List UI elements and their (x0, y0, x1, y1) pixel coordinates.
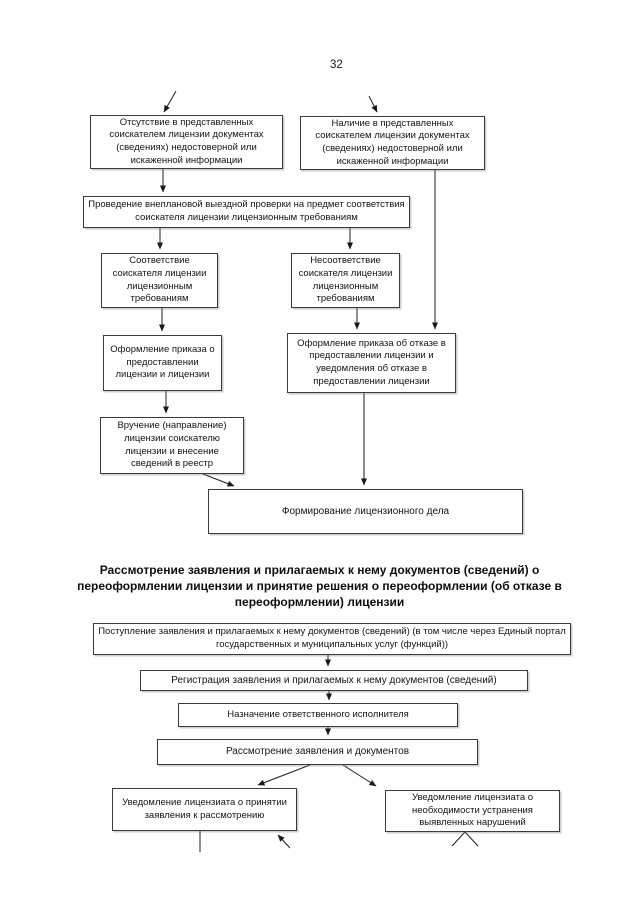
node-license-delivery: Вручение (направление) лицензии соискате… (100, 417, 244, 474)
page-number: 32 (330, 59, 343, 71)
node-order-refuse-license: Оформление приказа об отказе в предостав… (287, 333, 456, 393)
arrow-delivery-file (202, 473, 235, 487)
arrow-review-violations (342, 764, 377, 787)
node-executor-assignment: Назначение ответственного исполнителя (178, 703, 458, 727)
node-absence-of-false-info: Отсутствие в представленных соискателем … (90, 115, 283, 169)
arrow-up-into-accept (277, 834, 291, 849)
node-notice-accepted: Уведомление лицензиата о принятии заявле… (112, 788, 297, 831)
node-presence-of-false-info: Наличие в представленных соискателем лиц… (300, 116, 485, 170)
arrow-into-presence (368, 95, 378, 113)
node-unscheduled-inspection: Проведение внеплановой выездной проверки… (83, 196, 410, 228)
node-application-review: Рассмотрение заявления и документов (157, 739, 478, 765)
node-compliance: Соответствие соискателя лицензии лицензи… (101, 253, 218, 308)
node-notice-violations: Уведомление лицензиата о необходимости у… (385, 790, 560, 832)
line-violations-right (464, 831, 479, 847)
arrow-into-absence (163, 90, 177, 113)
arrow-review-accept (257, 764, 311, 786)
node-order-grant-license: Оформление приказа о предоставлении лице… (103, 335, 222, 391)
line-violations-left (451, 831, 466, 847)
node-application-receipt: Поступление заявления и прилагаемых к не… (93, 623, 571, 655)
node-license-file-formation: Формирование лицензионного дела (208, 489, 523, 534)
node-application-registration: Регистрация заявления и прилагаемых к не… (140, 670, 528, 691)
section-heading: Рассмотрение заявления и прилагаемых к н… (77, 563, 562, 609)
node-noncompliance: Несоответствие соискателя лицензии лицен… (291, 253, 400, 308)
